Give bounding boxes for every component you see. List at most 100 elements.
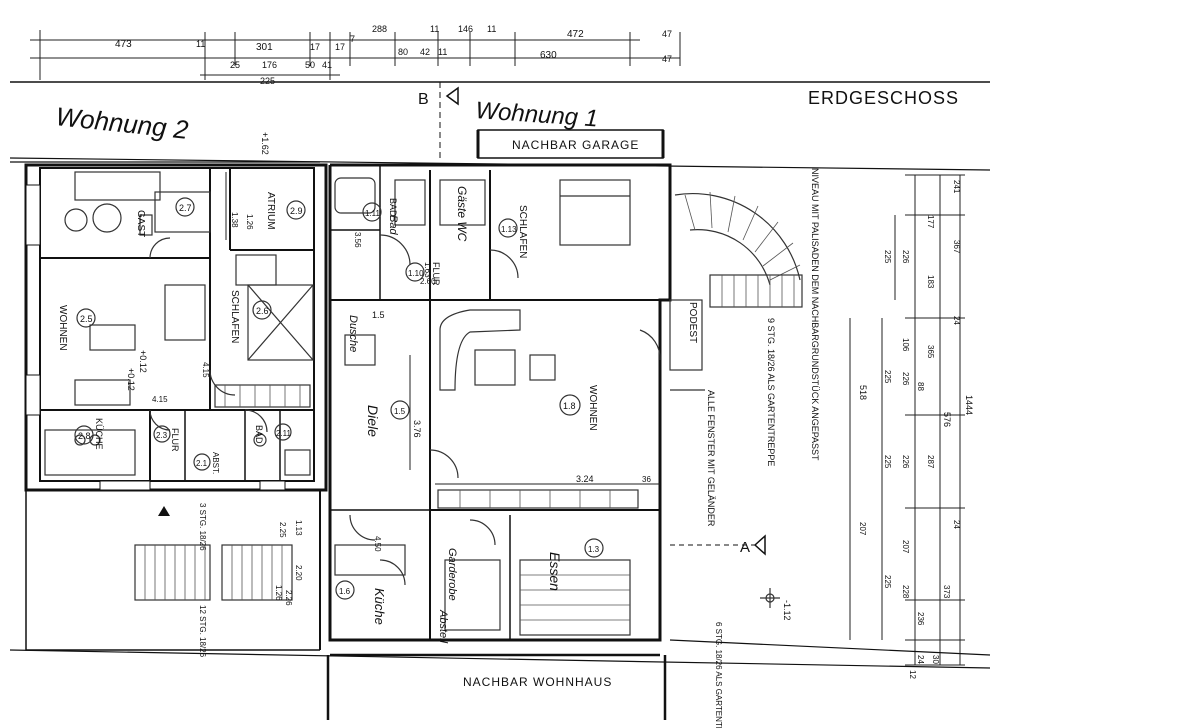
dim-right-228: 228 [901, 585, 910, 599]
stair-label-upper: 3 STG. 18/26 [198, 503, 207, 551]
room-name-wohnen-2: WOHNEN [57, 305, 68, 351]
section-marker-a-label: A [740, 539, 750, 556]
room-id-1-5: 1.5 [394, 407, 406, 416]
windows-left [25, 184, 286, 491]
dim-inner-356: 3.56 [353, 232, 362, 248]
dim-right-226b: 226 [901, 372, 910, 386]
dim-top-17b: 17 [335, 42, 345, 52]
note-gartentreppe: 9 STG. 18/26 ALS GARTENTREPPE [766, 318, 776, 466]
dim-right-236: 236 [916, 612, 925, 626]
dim-top-7: 7 [350, 34, 355, 44]
dim-right-367: 367 [952, 240, 961, 254]
dim-inner-450: 4.50 [373, 536, 382, 552]
dim-top-11: 11 [196, 39, 205, 49]
dim-top-11b: 11 [430, 24, 439, 34]
hand-gaeste-wc: Gäste WC [455, 186, 469, 242]
dim-inner-415a: 4.15 [201, 362, 210, 378]
hand-bad: Bad [387, 215, 399, 235]
dim-right-225b: 225 [883, 370, 892, 384]
dim-right-518: 518 [858, 385, 868, 400]
height-outside: -1.12 [782, 600, 792, 621]
section-marker-b-label: B [418, 91, 429, 108]
hand-kueche: Küche [372, 588, 387, 625]
dim-right-24a: 24 [952, 316, 961, 325]
dim-top-42: 42 [420, 47, 430, 57]
dim-right-1444: 1444 [964, 395, 974, 415]
dim-inner-126b: 1.26 [274, 585, 283, 601]
dim-inner-36: 36 [642, 475, 651, 484]
room-id-2-7: 2.7 [179, 203, 192, 213]
dim-top-25: 25 [230, 60, 240, 70]
dim-inner-415b: 4.15 [152, 395, 168, 404]
height-wohnen-2: +0.12 [126, 368, 136, 391]
dim-right-88: 88 [916, 382, 925, 391]
room-id-2-6: 2.6 [256, 306, 269, 316]
dim-inner-163: 1.63 [423, 262, 432, 278]
room-name-bad-1: BAD [388, 198, 398, 217]
dim-right-24b: 24 [952, 520, 961, 529]
room-name-atrium: ATRIUM [265, 192, 276, 230]
room-name-abst: ABST. [211, 452, 220, 474]
dim-top-50: 50 [305, 60, 315, 70]
dim-right-24c: 24 [916, 655, 925, 664]
dim-inner-226b: 2.26 [284, 590, 293, 606]
room-id-2-11: 2.11 [276, 429, 292, 438]
dim-right-226c: 226 [901, 455, 910, 469]
dim-top-17a: 17 [310, 42, 320, 52]
dim-right-225a: 225 [883, 250, 892, 264]
room-id-1-8: 1.8 [563, 401, 576, 411]
dim-right-12: 12 [908, 670, 917, 679]
dim-top-288: 288 [372, 24, 387, 34]
dim-inner-15: 1.5 [372, 310, 385, 320]
room-name-schlafen-2: SCHLAFEN [229, 290, 240, 343]
room-id-2-5: 2.5 [80, 314, 93, 324]
room-id-2-1: 2.1 [196, 459, 208, 468]
dim-top-472: 472 [567, 29, 584, 40]
furniture-wohnung-2 [44, 171, 314, 476]
dim-inner-324: 3.24 [576, 474, 594, 484]
note-fenster: ALLE FENSTER MIT GELÄNDER [706, 390, 716, 527]
dim-right-226a: 226 [901, 250, 910, 264]
room-id-1-13: 1.13 [501, 225, 517, 234]
unit-label-wohnung-2: Wohnung 2 [54, 101, 190, 145]
dim-inner-225b: 2.25 [278, 522, 287, 538]
dim-top-225: 225 [260, 76, 275, 86]
dim-inner-260: 2.60 [420, 277, 436, 286]
note-palisaden: NIVEAU MIT PALISADEN DEM NACHBARGRUNDSTÜ… [810, 168, 820, 461]
room-name-flur-1: FLUR [431, 262, 441, 286]
dim-right-177: 177 [926, 215, 935, 229]
hand-diele: Diele [365, 405, 381, 437]
dim-top-301: 301 [256, 42, 273, 53]
room-name-bad-2: BAD [254, 425, 264, 444]
hand-essen: Essen [547, 552, 563, 591]
dim-right-225d: 225 [883, 575, 892, 589]
room-labels-wohnung-1: 1.11 BAD 1.13 SCHLAFEN 1.10 FLUR 1.8 WOH… [335, 198, 604, 600]
dim-right-287: 287 [926, 455, 935, 469]
handwritten-marks: Bad Gäste WC Diele Dusche Küche Garderob… [347, 186, 563, 644]
room-id-2-9: 2.9 [290, 206, 303, 216]
dim-right-241: 241 [952, 180, 961, 194]
dim-inner-113: 1.13 [294, 520, 303, 536]
dim-inner-126: 1.26 [245, 214, 254, 230]
dim-right-225c: 225 [883, 455, 892, 469]
spiral-stair [674, 191, 803, 308]
podest: PODEST [669, 299, 705, 391]
dim-top-41: 41 [322, 60, 332, 70]
dim-top-630: 630 [540, 50, 557, 61]
neighbor-garage-label: NACHBAR GARAGE [512, 138, 639, 152]
inner-dimensions: 1.38 1.26 3.56 2.60 1.63 3.76 3.24 36 4.… [138, 172, 660, 606]
top-dimension-chains: 473 11 301 17 17 7 288 11 146 11 472 47 … [30, 24, 681, 86]
neighbor-garage: NACHBAR GARAGE [476, 129, 665, 159]
dim-right-576: 576 [942, 412, 952, 427]
hand-abstell: Abstell [437, 609, 449, 644]
room-id-1-3: 1.3 [588, 545, 600, 554]
room-id-1-6: 1.6 [339, 587, 351, 596]
plan-title: ERDGESCHOSS [808, 88, 959, 108]
dim-right-365: 365 [926, 345, 935, 359]
dim-top-47a: 47 [662, 29, 672, 39]
room-name-flur-2: FLUR [170, 428, 180, 452]
site-notes: NIVEAU MIT PALISADEN DEM NACHBARGRUNDSTÜ… [706, 168, 820, 728]
dim-top-473: 473 [115, 39, 132, 50]
door-swings-wohnung-2 [149, 237, 268, 433]
